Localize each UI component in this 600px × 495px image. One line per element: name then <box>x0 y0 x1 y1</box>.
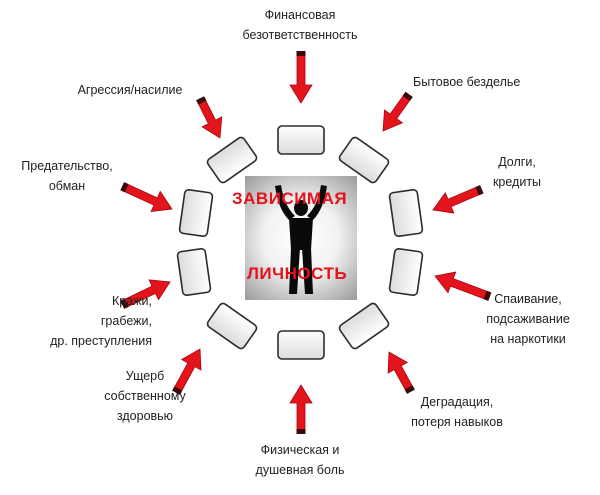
center-title-line1: ЗАВИСИМАЯ <box>232 189 348 208</box>
label-physical-mental-pain: Физическая и душевная боль <box>255 443 345 477</box>
ring-block-10 <box>206 136 258 184</box>
arrow-betrayal-icon <box>120 182 173 212</box>
ring-block-6 <box>277 330 325 360</box>
ring-block-5 <box>338 302 390 350</box>
label-financial-irresponsibility: Финансовая безответственность <box>242 8 358 42</box>
arrow-debts-icon <box>432 185 484 214</box>
ring-block-1 <box>277 125 325 155</box>
arrow-idleness-icon <box>382 91 413 132</box>
label-betrayal-deceit: Предательство, обман <box>21 159 113 193</box>
blocks-ring <box>176 125 424 360</box>
arrow-crimes-icon <box>120 279 171 309</box>
arrow-degradation-icon <box>387 351 415 394</box>
arrow-health-icon <box>172 348 202 395</box>
arrow-financial-icon <box>289 51 313 104</box>
center-panel: ЗАВИСИМАЯ ЛИЧНОСТЬ <box>232 176 357 300</box>
ring-block-2 <box>338 136 390 184</box>
ring-block-9 <box>178 188 214 238</box>
ring-block-7 <box>206 302 258 350</box>
label-health-damage: Ущерб собственному здоровью <box>104 369 186 423</box>
label-debts-credits: Долги, кредиты <box>492 155 542 189</box>
label-degradation: Деградация, потеря навыков <box>411 395 503 429</box>
label-aggression-violence: Агрессия/насилие <box>77 83 183 97</box>
arrows-ring <box>120 51 492 434</box>
person-arms-raised-icon <box>275 185 327 294</box>
label-domestic-idleness: Бытовое безделье <box>413 75 521 89</box>
arrow-pain-icon <box>289 384 313 434</box>
label-crimes: Кражи, грабежи, др. преступления <box>50 294 152 348</box>
ring-block-4 <box>388 247 424 297</box>
arrow-hooked-icon <box>434 271 492 301</box>
ring-block-3 <box>388 188 424 238</box>
ring-block-8 <box>176 247 212 297</box>
center-title-line2: ЛИЧНОСТЬ <box>247 264 348 283</box>
arrow-aggression-icon <box>196 96 223 139</box>
label-getting-hooked: Спаивание, подсаживание на наркотики <box>486 292 570 346</box>
